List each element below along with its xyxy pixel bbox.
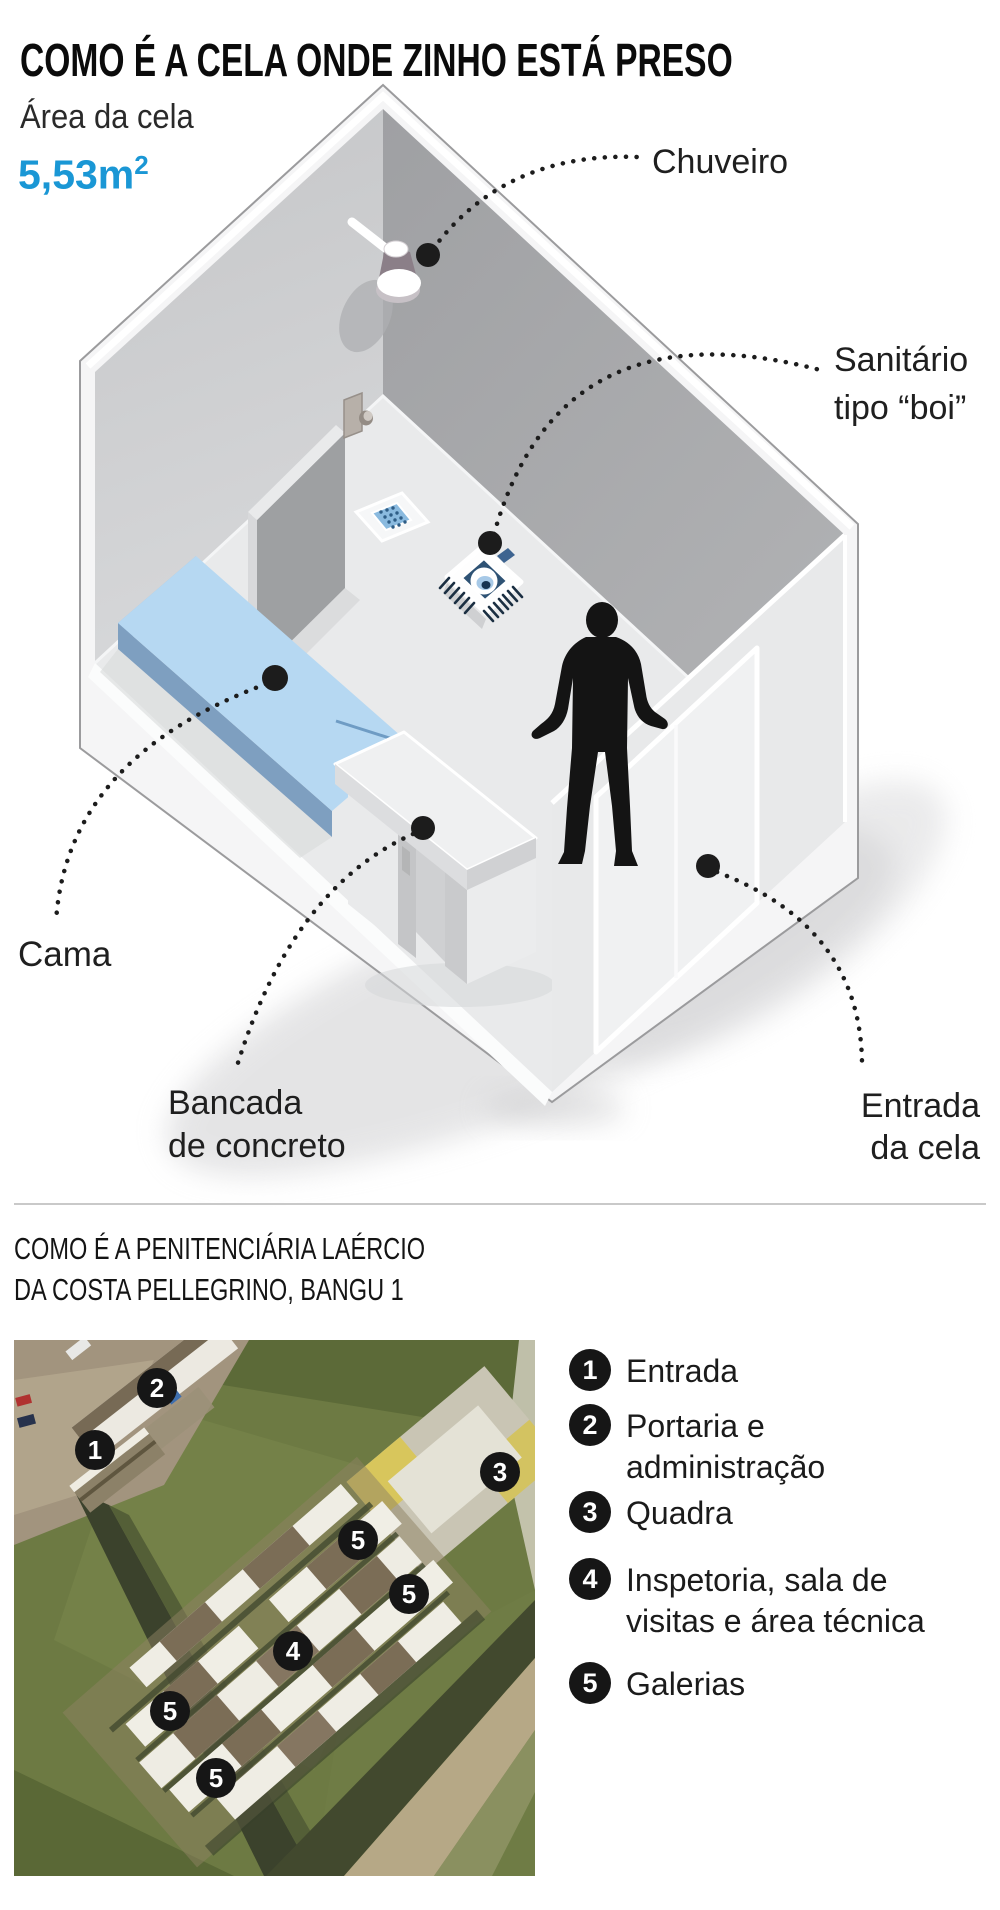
leader-dot-chuveiro xyxy=(416,243,440,267)
legend-badge-3: 3 xyxy=(569,1491,611,1533)
label-entrada: Entrada da cela xyxy=(860,1087,980,1167)
legend-label-galerias: Galerias xyxy=(626,1666,746,1702)
toilet-icon xyxy=(438,544,524,629)
legend-item-entrada: 1 Entrada xyxy=(569,1349,989,1392)
cell-left-wall xyxy=(95,109,383,663)
legend-item-quadra: 3 Quadra xyxy=(569,1491,989,1534)
leader-line-entrada xyxy=(714,869,865,1073)
leader-lines xyxy=(53,154,865,1073)
leader-line-bancada xyxy=(234,831,416,1069)
partition-wall xyxy=(248,425,360,688)
entrance-wall xyxy=(550,533,847,1092)
legend-badge-2: 2 xyxy=(569,1404,611,1446)
legend-badge-1: 1 xyxy=(569,1349,611,1391)
concrete-bench-illustration xyxy=(333,730,555,1007)
label-chuveiro: Chuveiro xyxy=(652,143,789,181)
person-silhouette xyxy=(531,602,668,866)
cell-isometric-illustration xyxy=(53,83,947,1176)
leader-line-chuveiro xyxy=(430,154,641,252)
cell-area-label: Área da cela xyxy=(20,98,194,136)
leader-dot-entrada xyxy=(696,854,720,878)
shower-icon xyxy=(339,217,421,353)
legend-badge-5: 5 xyxy=(569,1662,611,1704)
map-marker-2: 2 xyxy=(137,1368,177,1408)
map-marker-5b: 5 xyxy=(389,1574,429,1614)
label-cama: Cama xyxy=(18,935,112,974)
legend-item-galerias: 5 Galerias xyxy=(569,1662,989,1705)
label-sanitario: Sanitário tipo “boi” xyxy=(834,341,969,427)
cell-area-value: 5,53m2 xyxy=(18,150,149,198)
prison-title-line1: COMO É A PENITENCIÁRIA LAÉRCIO xyxy=(14,1231,426,1266)
legend-item-inspetoria: 4 Inspetoria, sala de visitas e área téc… xyxy=(569,1558,989,1642)
leader-line-cama xyxy=(53,681,269,925)
page-title: COMO É A CELA ONDE ZINHO ESTÁ PRESO xyxy=(20,34,733,86)
legend-item-portaria: 2 Portaria e administração xyxy=(569,1404,989,1488)
prison-title-line2: DA COSTA PELLEGRINO, BANGU 1 xyxy=(14,1272,404,1307)
legend-badge-4: 4 xyxy=(569,1558,611,1600)
leader-dot-bancada xyxy=(411,816,435,840)
satellite-map-art xyxy=(14,1340,535,1876)
section-divider xyxy=(14,1203,986,1205)
map-marker-4: 4 xyxy=(273,1631,313,1671)
leader-dot-sanitario xyxy=(478,531,502,555)
legend-label-inspetoria: Inspetoria, sala de visitas e área técni… xyxy=(626,1562,925,1639)
label-bancada: Bancada de concreto xyxy=(168,1084,346,1165)
legend-label-entrada: Entrada xyxy=(626,1353,739,1389)
leader-line-sanitario xyxy=(491,352,827,537)
legend-label-portaria: Portaria e administração xyxy=(626,1408,826,1485)
map-marker-5c: 5 xyxy=(150,1691,190,1731)
drain-icon xyxy=(353,491,431,543)
map-marker-3: 3 xyxy=(480,1452,520,1492)
leader-dot-cama xyxy=(262,665,288,691)
map-marker-1: 1 xyxy=(75,1430,115,1470)
map-marker-5a: 5 xyxy=(338,1520,378,1560)
satellite-map: 2 1 3 5 5 4 5 5 xyxy=(14,1340,535,1876)
legend-label-quadra: Quadra xyxy=(626,1495,733,1531)
leader-dots xyxy=(262,243,720,878)
shower-button-icon xyxy=(343,391,373,440)
map-marker-5d: 5 xyxy=(196,1758,236,1798)
